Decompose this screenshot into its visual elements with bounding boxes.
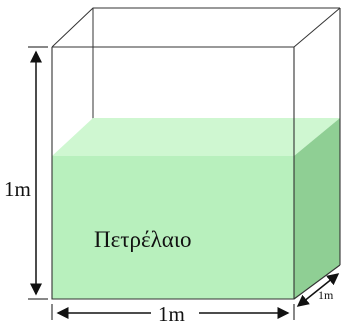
height-label: 1m (4, 177, 31, 201)
depth-arrow (296, 273, 340, 307)
liquid-volume (52, 118, 340, 299)
liquid-side-face (294, 118, 340, 299)
liquid-top-face (52, 118, 340, 156)
liquid-front-face (52, 156, 294, 299)
height-label-background (2, 178, 34, 202)
width-label-background (151, 302, 199, 322)
width-label: 1m (158, 302, 185, 322)
liquid-label: Πετρέλαιο (94, 227, 192, 252)
depth-label: 1m (318, 288, 334, 302)
